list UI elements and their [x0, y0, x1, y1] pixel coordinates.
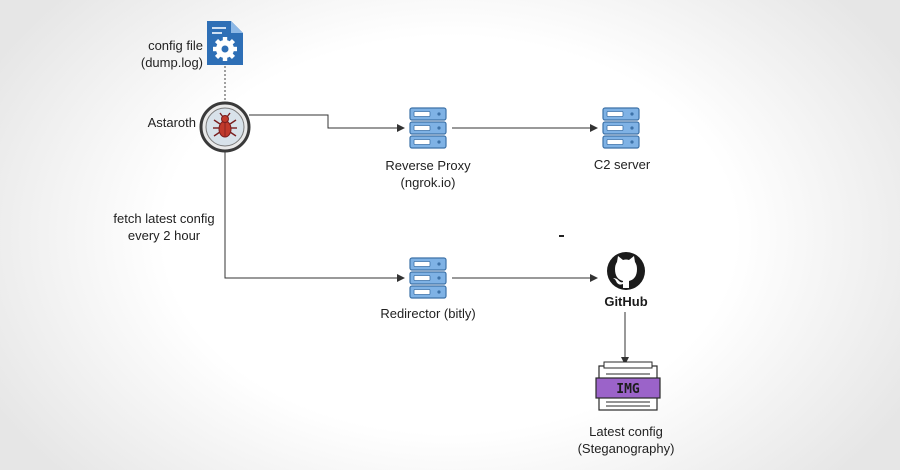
edge-astaroth-to-redirector [224, 152, 405, 282]
redirector-label: Redirector (bitly) [380, 306, 476, 321]
c2-server-label: C2 server [593, 157, 651, 172]
bug-icon [199, 101, 251, 153]
fetch-config-line1: fetch latest config [113, 211, 215, 226]
reverse-proxy-server-icon [409, 107, 447, 149]
config-file-icon [207, 21, 243, 65]
redirector-server-icon [409, 257, 447, 299]
config-file-label-line1: config file [148, 38, 203, 53]
fetch-config-edge-label: fetch latest config every 2 hour [113, 210, 214, 244]
edge-astaroth-to-reverse-proxy [249, 114, 405, 132]
stray-mark [559, 235, 564, 237]
config-file-label: config file (dump.log) [141, 37, 203, 71]
img-badge: IMG [616, 382, 640, 397]
c2-server-icon [602, 107, 640, 149]
github-wordmark: GitHub [604, 294, 647, 309]
latest-config-label: Latest config (Steganography) [578, 423, 675, 457]
reverse-proxy-label: Reverse Proxy (ngrok.io) [385, 157, 470, 191]
astaroth-label: Astaroth [147, 115, 196, 130]
latest-config-label-line2: (Steganography) [577, 441, 675, 456]
reverse-proxy-label-line1: Reverse Proxy [385, 158, 471, 173]
config-file-label-line2: (dump.log) [140, 55, 203, 70]
reverse-proxy-label-line2: (ngrok.io) [400, 175, 456, 190]
github-icon [607, 252, 645, 290]
latest-config-label-line1: Latest config [589, 424, 663, 439]
img-file-icon: IMG [595, 361, 661, 411]
fetch-config-line2: every 2 hour [127, 228, 201, 243]
